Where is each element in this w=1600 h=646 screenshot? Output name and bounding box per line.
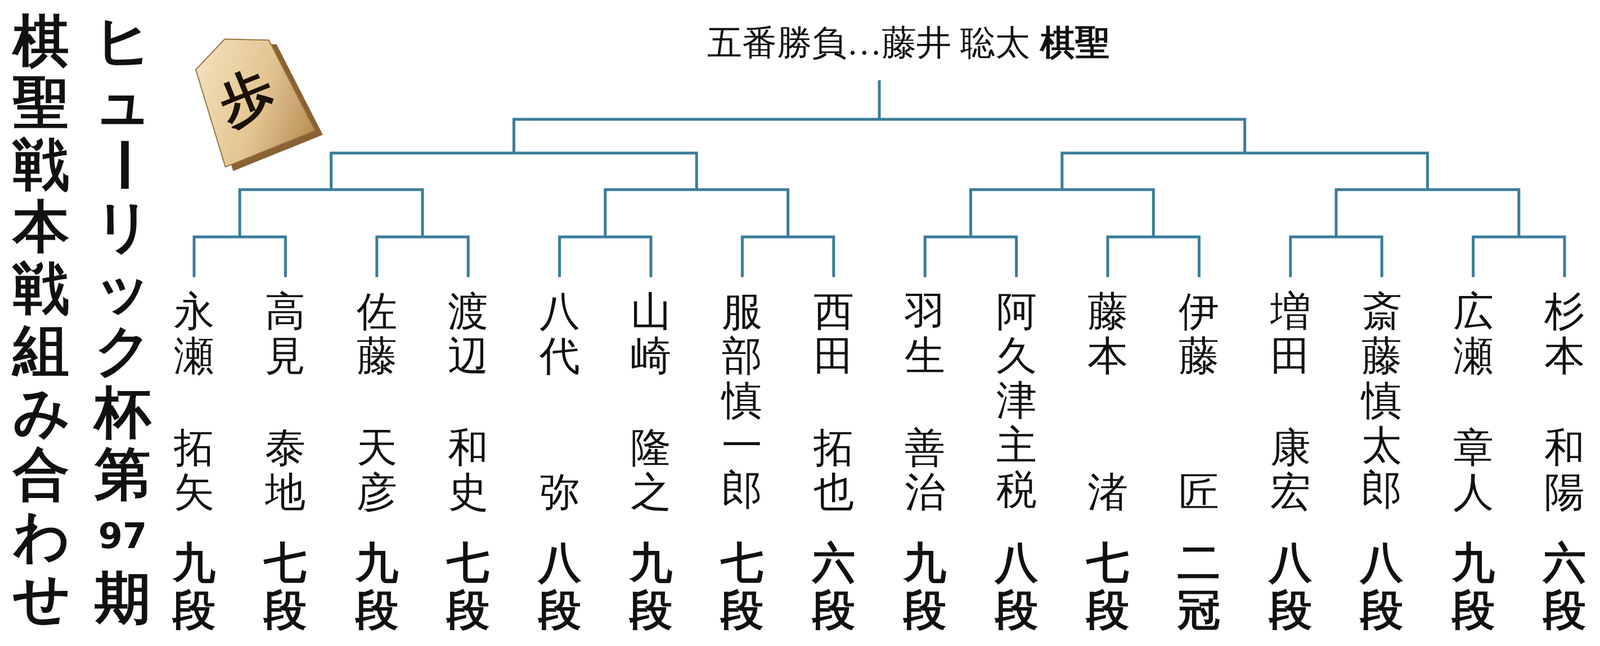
title-char: せ [12,567,70,629]
champion-line: 五番勝負…藤井 聡太棋聖 [707,19,1110,67]
player-name: 永瀬 拓矢 [173,289,215,515]
name-part: 渡辺 [447,289,489,379]
name-part: 伊藤 [1178,289,1220,379]
title-char: 聖 [12,72,70,134]
name-part: 羽生 [904,289,946,379]
player-rank: 七段 [263,538,307,633]
name-part: 善治 [904,425,946,515]
player-name: 羽生 善治 [904,289,946,515]
name-part: 弥 [539,470,581,515]
name-part: 康宏 [1270,425,1311,515]
title-char: 97 [94,505,151,568]
name-part: 八代 [539,289,581,379]
name-part: 渚 [1087,470,1128,515]
name-part: 山崎 [630,289,672,379]
bracket-lines [194,81,1565,276]
player-rank: 六段 [1543,538,1586,633]
player-rank: 八段 [1360,538,1404,633]
player-rank: 七段 [1086,538,1130,633]
player-name: 阿久津主税 [996,289,1037,515]
player-name: 伊藤 匠 [1178,289,1220,515]
title-char: わ [12,505,70,568]
player-name: 斎藤慎太郎 [1361,289,1402,515]
player-rank: 九段 [903,538,947,633]
name-part: 西田 [813,289,855,379]
title-char: ヒ [94,10,151,73]
title-char: み [12,381,70,444]
player-rank: 九段 [629,538,673,633]
player-rank: 九段 [1452,538,1495,633]
title-char: 杯 [94,381,151,444]
title-char: 期 [94,567,151,629]
title-column: 棋聖戦本戦組み合わせ [12,10,70,629]
name-part: 服部慎一郎 [721,289,763,513]
title-char: 第 [94,443,151,506]
name-part: 和史 [447,425,489,515]
player-name: 佐藤 天彦 [356,289,398,515]
title-char: 組 [12,319,70,382]
match-note: 五番勝負…藤井 聡太 [707,19,1031,67]
player-rank: 八段 [1269,538,1312,633]
title-char: ク [94,319,151,382]
name-part: 天彦 [356,425,398,515]
name-part: 増田 [1270,289,1311,379]
title-char: ッ [94,257,151,320]
player-name: 西田 拓也 [813,289,855,515]
player-name: 広瀬 章人 [1453,289,1494,515]
title-char: 戦 [12,257,70,320]
title-char: 合 [12,443,70,506]
name-part: 匠 [1178,470,1220,515]
player-rank: 七段 [446,538,490,633]
name-part: 隆之 [630,425,672,515]
player-name: 藤本 渚 [1087,289,1128,515]
player-name: 八代 弥 [539,289,581,515]
player-rank: 九段 [355,538,399,633]
title-char: ュ [94,72,151,134]
title: ヒューリック杯第97期 棋聖戦本戦組み合わせ [12,10,151,629]
name-part: 章人 [1453,425,1494,515]
name-part: 高見 [264,289,306,379]
name-part: 藤本 [1087,289,1128,379]
name-part: 拓也 [813,425,855,515]
player-rank: 九段 [172,538,216,633]
name-part: 斎藤慎太郎 [1361,289,1402,513]
player-name: 山崎 隆之 [630,289,672,515]
player-rank: 八段 [538,538,582,633]
title-char: 戦 [12,133,70,196]
title-char: リ [94,195,151,258]
title-char: ー [91,136,154,193]
name-part: 拓矢 [173,425,215,515]
player-rank: 八段 [995,538,1038,633]
title-column: ヒューリック杯第97期 [94,10,151,629]
player-rank: 七段 [720,538,764,633]
title-holder-rank: 棋聖 [1040,19,1110,67]
player-name: 増田 康宏 [1270,289,1311,515]
name-part: 永瀬 [173,289,215,379]
player-name: 高見 泰地 [264,289,306,515]
title-char: 本 [12,195,70,258]
name-part: 泰地 [264,425,306,515]
name-part: 和陽 [1544,425,1585,515]
name-part: 杉本 [1544,289,1585,379]
title-char: 棋 [12,10,70,73]
player-rank: 六段 [812,538,856,633]
name-part: 広瀬 [1453,289,1494,379]
name-part: 佐藤 [356,289,398,379]
name-part: 阿久津主税 [996,289,1037,513]
player-name: 服部慎一郎 [721,289,763,515]
player-name: 渡辺 和史 [447,289,489,515]
player-name: 杉本 和陽 [1544,289,1585,515]
player-rank: 二冠 [1177,538,1221,633]
